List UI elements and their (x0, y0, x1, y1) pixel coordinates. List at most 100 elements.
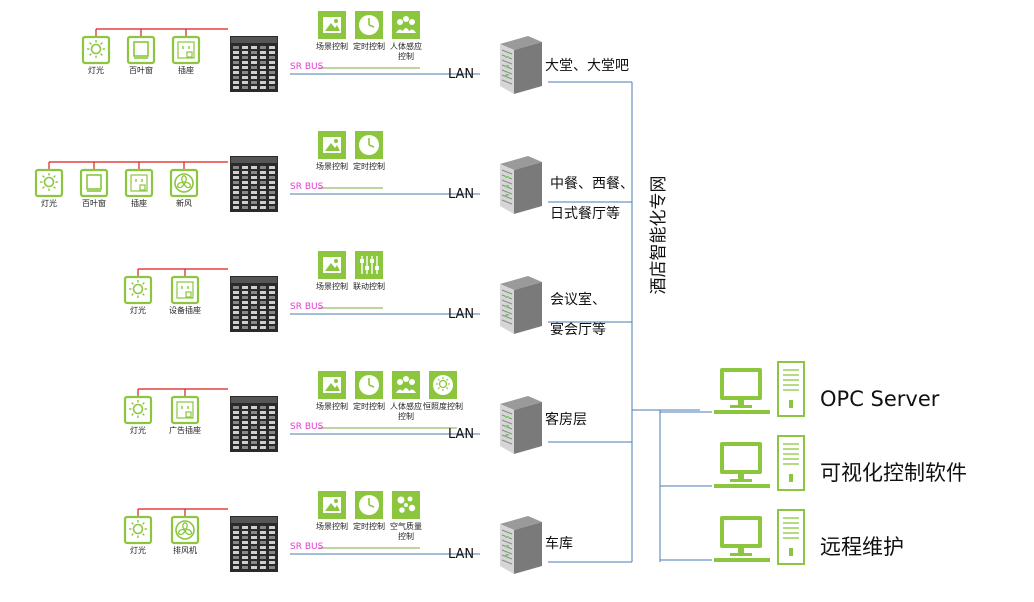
sr-bus-label: SR BUS (290, 62, 324, 72)
area-label: 客房层 (545, 411, 587, 428)
device-label: 灯光 (130, 425, 146, 435)
client-1: OPC Server (660, 361, 940, 417)
control-label: 控制 (398, 51, 414, 61)
server-icon (500, 36, 542, 94)
clock-icon: 定时控制 (353, 11, 385, 51)
socket-icon: 广告插座 (169, 389, 201, 435)
lamp-icon: 灯光 (34, 162, 64, 208)
computer-icon (714, 509, 805, 565)
sr-bus-label: SR BUS (290, 182, 324, 192)
zone-row: 灯光 排风机 场景控制定时控制空气质量控制 SR BUS LAN 车库 (123, 491, 632, 574)
fan-icon: 新风 (169, 162, 199, 208)
client-label: 可视化控制软件 (820, 461, 967, 485)
illuminance-icon: 恒照度控制 (423, 371, 463, 411)
area-label: 会议室、 (550, 291, 606, 308)
controller-panel-icon (230, 516, 278, 572)
scene-icon: 场景控制 (316, 251, 348, 291)
control-label: 场景控制 (316, 41, 348, 51)
device-label: 插座 (131, 198, 147, 208)
blinds-icon: 百叶窗 (79, 162, 109, 208)
client-2: 可视化控制软件 (660, 435, 967, 491)
area-label: 大堂、大堂吧 (545, 58, 629, 74)
control-label: 联动控制 (353, 281, 385, 291)
controller-panel-icon (230, 276, 278, 332)
scene-icon: 场景控制 (316, 11, 348, 51)
socket-icon: 插座 (124, 162, 154, 208)
control-label: 定时控制 (353, 41, 385, 51)
device-label: 灯光 (88, 65, 104, 75)
client-label: OPC Server (820, 387, 940, 411)
control-label: 场景控制 (316, 161, 348, 171)
control-label: 恒照度控制 (423, 401, 463, 411)
device-label: 排风机 (173, 545, 197, 555)
server-icon (500, 156, 542, 214)
client-3: 远程维护 (660, 509, 904, 565)
sr-bus-label: SR BUS (290, 422, 324, 432)
computer-icon (714, 435, 805, 491)
lan-label: LAN (448, 187, 474, 202)
lamp-icon: 灯光 (123, 269, 153, 315)
control-label: 场景控制 (316, 401, 348, 411)
control-label: 控制 (398, 411, 414, 421)
controller-panel-icon (230, 396, 278, 452)
zone-row: 灯光 设备插座 场景控制联动控制 SR BUS LAN 会议室、宴会厅等 (123, 251, 632, 338)
lan-label: LAN (448, 427, 474, 442)
zone-row: 灯光 百叶窗 插座 新风 场景控制定时控制 SR BUS LAN 中餐、西餐、日式餐厅等 (34, 131, 634, 222)
linkage-icon: 联动控制 (353, 251, 385, 291)
zone-row: 灯光 广告插座 场景控制定时控制人体感应控制恒照度控制 SR BUS LAN 客房层 (123, 371, 632, 454)
area-label: 宴会厅等 (550, 321, 606, 338)
device-label: 百叶窗 (82, 198, 106, 208)
control-label: 场景控制 (316, 281, 348, 291)
lan-label: LAN (448, 547, 474, 562)
blinds-icon: 百叶窗 (126, 29, 156, 75)
control-label: 空气质量 (390, 521, 422, 531)
clock-icon: 定时控制 (353, 131, 385, 171)
lan-label: LAN (448, 67, 474, 82)
controller-panel-icon (230, 156, 278, 212)
control-label: 人体感应 (390, 41, 422, 51)
control-label: 场景控制 (316, 521, 348, 531)
scene-icon: 场景控制 (316, 491, 348, 531)
fan-icon: 排风机 (170, 509, 200, 555)
device-label: 广告插座 (169, 425, 201, 435)
area-label: 日式餐厅等 (550, 205, 620, 222)
device-label: 灯光 (130, 545, 146, 555)
control-label: 控制 (398, 531, 414, 541)
socket-icon: 设备插座 (169, 269, 201, 315)
scene-icon: 场景控制 (316, 131, 348, 171)
lamp-icon: 灯光 (81, 29, 111, 75)
zone-row: 灯光 百叶窗 插座 场景控制定时控制人体感应控制 SR BUS LAN 大堂、大堂吧 (81, 11, 632, 94)
scene-icon: 场景控制 (316, 371, 348, 411)
server-icon (500, 396, 542, 454)
lamp-icon: 灯光 (123, 509, 153, 555)
device-label: 插座 (178, 65, 194, 75)
control-label: 定时控制 (353, 521, 385, 531)
control-label: 人体感应 (390, 401, 422, 411)
client-label: 远程维护 (820, 535, 904, 559)
computer-icon (714, 361, 805, 417)
controller-panel-icon (230, 36, 278, 92)
lan-label: LAN (448, 307, 474, 322)
clock-icon: 定时控制 (353, 371, 385, 411)
clock-icon: 定时控制 (353, 491, 385, 531)
area-label: 车库 (545, 535, 573, 552)
sr-bus-label: SR BUS (290, 542, 324, 552)
control-label: 定时控制 (353, 161, 385, 171)
server-icon (500, 276, 542, 334)
device-label: 设备插座 (169, 305, 201, 315)
lamp-icon: 灯光 (123, 389, 153, 435)
socket-icon: 插座 (171, 29, 201, 75)
server-icon (500, 516, 542, 574)
area-label: 中餐、西餐、 (550, 176, 634, 192)
control-label: 定时控制 (353, 401, 385, 411)
device-label: 灯光 (41, 198, 57, 208)
device-label: 灯光 (130, 305, 146, 315)
sr-bus-label: SR BUS (290, 302, 324, 312)
network-title: 酒店智能化专网 (649, 176, 669, 295)
device-label: 百叶窗 (129, 65, 153, 75)
device-label: 新风 (176, 198, 192, 208)
